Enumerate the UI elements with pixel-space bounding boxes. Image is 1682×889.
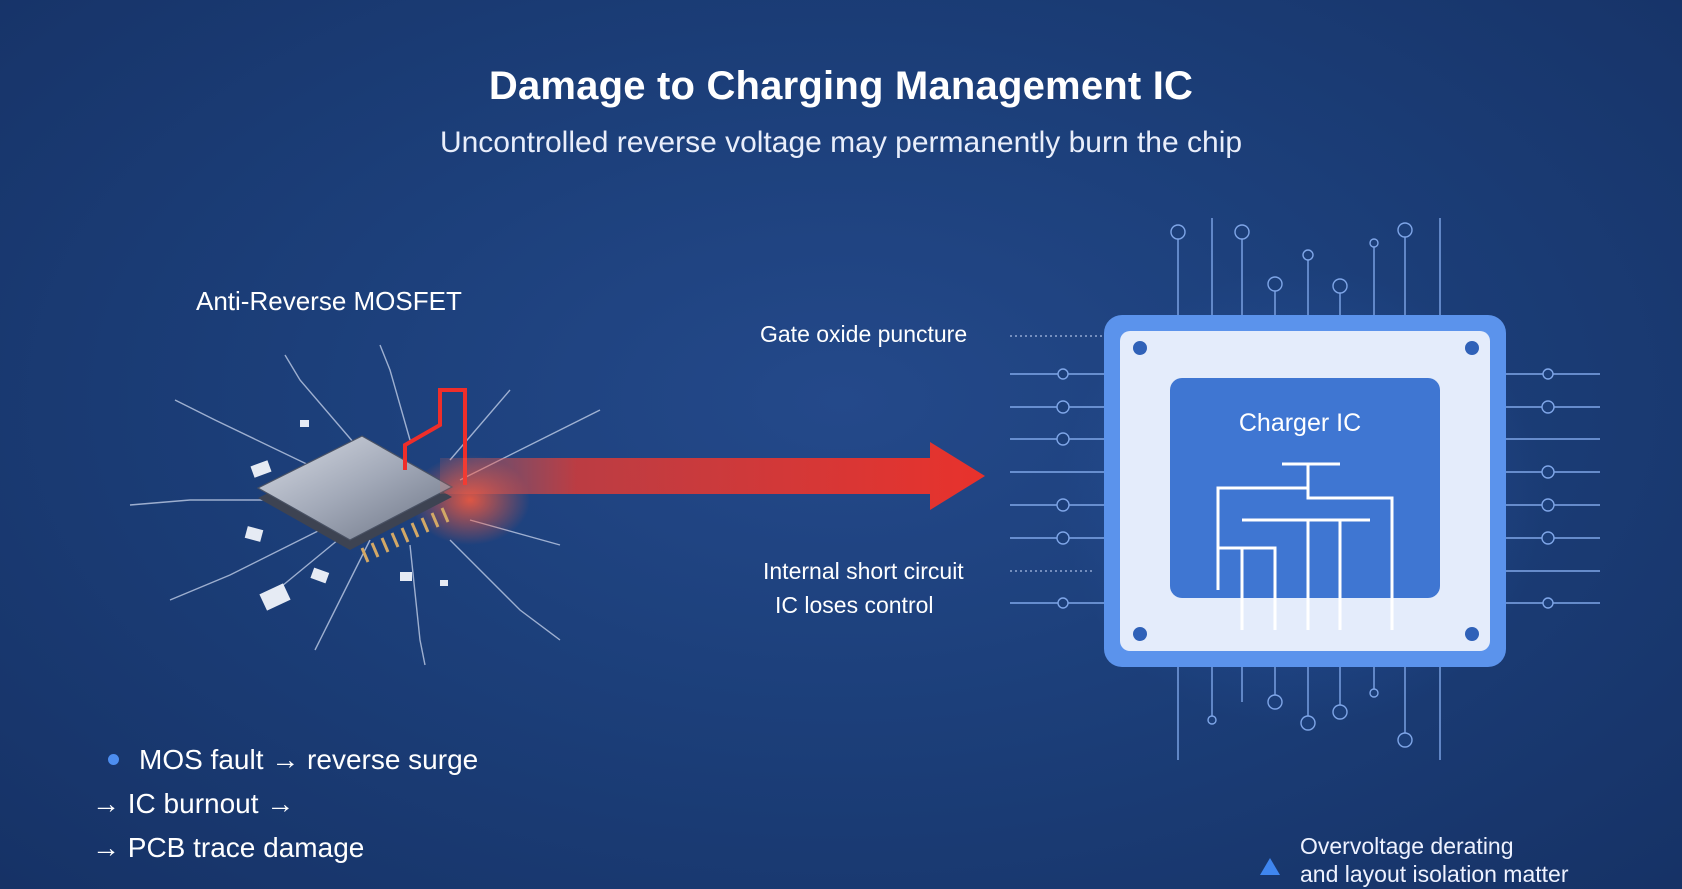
design-note-line-2: and layout isolation matter (1300, 861, 1569, 887)
charger-ic-illustration (1010, 218, 1600, 760)
chip-corner-dot (1465, 341, 1479, 355)
surge-arrow (440, 442, 985, 510)
debris-fragments (244, 420, 448, 611)
chip-corner-dot (1465, 627, 1479, 641)
failure-chain-text-1: MOS fault → reverse surge (139, 744, 479, 775)
page-subtitle: Uncontrolled reverse voltage may permane… (439, 126, 1243, 159)
warning-triangle-icon (1260, 858, 1280, 875)
die-circuit (1216, 462, 1394, 630)
design-note: Overvoltage derating and layout isolatio… (1300, 832, 1569, 888)
failure-chain-line-2: → IC burnout → (92, 788, 295, 819)
charger-ic-label: Charger IC (1238, 409, 1362, 437)
bullet-dot-icon (108, 754, 119, 766)
loses-control-annotation: IC loses control (775, 592, 934, 618)
mosfet-pins (360, 507, 450, 563)
crack-lines (129, 344, 601, 666)
chip-traces (1010, 218, 1600, 760)
short-circuit-annotation: Internal short circuit (763, 558, 964, 584)
failure-chain-line-1: MOS fault → reverse surge (92, 744, 478, 776)
gate-oxide-annotation: Gate oxide puncture (760, 321, 968, 347)
page-title: Damage to Charging Management IC (488, 64, 1194, 108)
chip-corner-dot (1133, 627, 1147, 641)
failure-chain-line-3: → PCB trace damage (92, 832, 365, 863)
chip-corner-dot (1133, 341, 1147, 355)
design-note-line-1: Overvoltage derating (1300, 833, 1514, 859)
mosfet-label: Anti-Reverse MOSFET (196, 286, 462, 316)
surge-trace (403, 388, 467, 485)
mosfet-illustration (129, 344, 601, 666)
